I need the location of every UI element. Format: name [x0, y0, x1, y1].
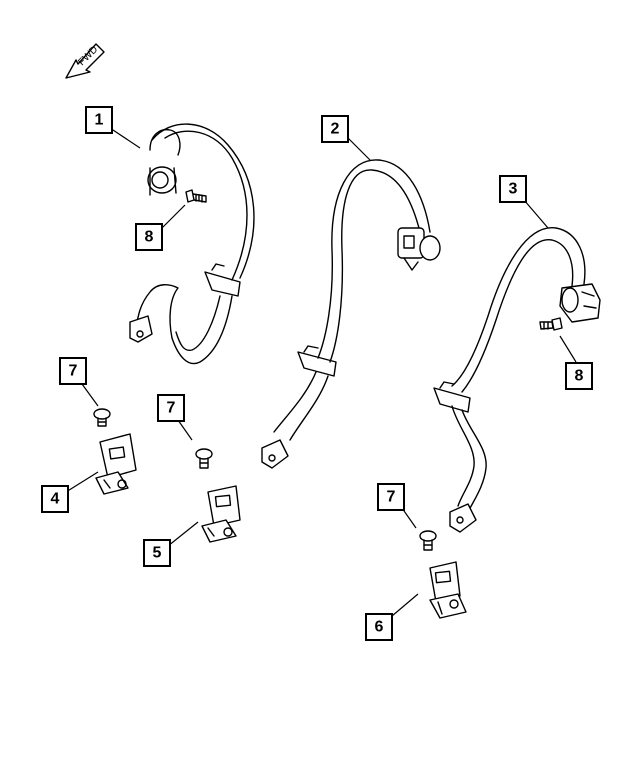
callout-8-left-label: 8 — [145, 229, 154, 246]
callout-3-label: 3 — [509, 181, 518, 198]
callout-4-label: 4 — [51, 491, 60, 508]
callout-8-left: 8 — [135, 223, 163, 251]
callout-7-c-label: 7 — [387, 489, 396, 506]
anchor-bolt-8-right — [539, 317, 563, 331]
forward-direction-arrow: FWD — [65, 43, 105, 79]
buckle-assembly-4 — [95, 433, 137, 495]
callout-7-b-label: 7 — [167, 400, 176, 417]
callout-8-right-label: 8 — [575, 368, 584, 385]
callout-6-label: 6 — [375, 619, 384, 636]
callout-7-a: 7 — [59, 357, 87, 385]
leader-lines — [65, 127, 577, 617]
seat-belt-assembly-2 — [261, 159, 441, 469]
seat-belt-assembly-3 — [433, 227, 601, 533]
callout-2-label: 2 — [331, 121, 340, 138]
callout-7-a-label: 7 — [69, 363, 78, 380]
callout-3: 3 — [499, 175, 527, 203]
buckle-bolt-7-c — [419, 530, 437, 551]
callout-8-right: 8 — [565, 362, 593, 390]
callout-4: 4 — [41, 485, 69, 513]
fwd-label: FWD — [76, 44, 100, 68]
buckle-bolt-7-b — [195, 448, 213, 469]
buckle-assembly-6 — [429, 561, 467, 619]
callout-5: 5 — [143, 539, 171, 567]
buckle-assembly-5 — [201, 485, 241, 543]
callout-7-b: 7 — [157, 394, 185, 422]
callout-7-c: 7 — [377, 483, 405, 511]
callout-2: 2 — [321, 115, 349, 143]
callout-6: 6 — [365, 613, 393, 641]
callout-5-label: 5 — [153, 545, 162, 562]
buckle-bolt-7-a — [93, 408, 111, 427]
seat-belt-assembly-1 — [129, 123, 255, 365]
callout-1: 1 — [85, 106, 113, 134]
anchor-bolt-8-left — [185, 189, 207, 203]
callout-1-label: 1 — [95, 112, 104, 129]
